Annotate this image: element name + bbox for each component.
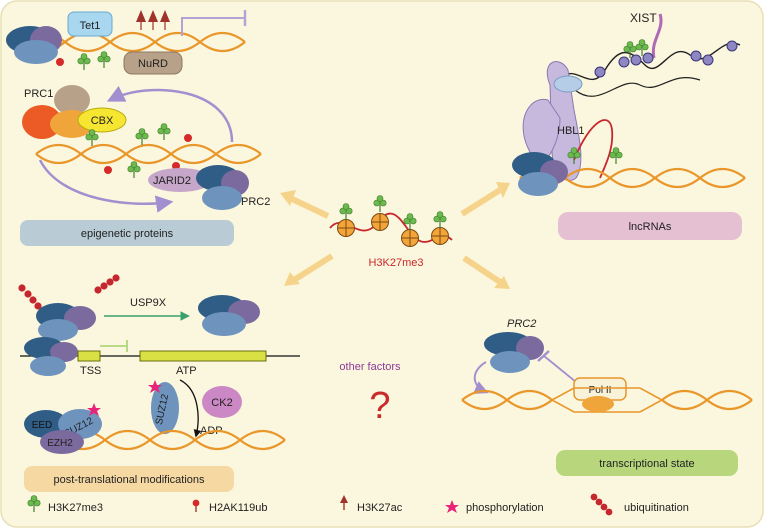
nurd-box bbox=[123, 51, 183, 75]
cbx-shape bbox=[77, 107, 127, 133]
pol2-label: Pol II bbox=[589, 385, 612, 396]
h3k27ac-marks bbox=[136, 10, 170, 30]
nucleosome bbox=[371, 213, 389, 231]
prc2-subunit-blue bbox=[202, 312, 246, 336]
dna-strand-bottom-left bbox=[59, 429, 286, 451]
xist-label: XIST bbox=[630, 11, 657, 25]
h3k27me3-center-label: H3K27me3 bbox=[368, 257, 423, 269]
nucleosome bbox=[337, 219, 355, 237]
ptm-title: post-translational modifications bbox=[53, 474, 205, 486]
ck2-shape bbox=[202, 386, 242, 418]
recruitment-arrow-top bbox=[106, 85, 234, 143]
dna-strand-middle bbox=[35, 143, 262, 165]
hbl1-rna bbox=[573, 119, 614, 179]
eed-label: EED bbox=[32, 420, 53, 431]
nucleosome bbox=[431, 227, 449, 245]
prc2-subunit-purple bbox=[50, 342, 78, 362]
suz12-shape bbox=[151, 382, 179, 434]
gene-box bbox=[139, 350, 267, 362]
atp-label: ATP bbox=[176, 365, 197, 377]
prc2-label-top: PRC2 bbox=[241, 196, 270, 208]
ptm-badge bbox=[24, 466, 234, 492]
usp9x-label: USP9X bbox=[130, 297, 167, 309]
nucleosome bbox=[401, 229, 419, 247]
ubiquitination-icon bbox=[590, 493, 613, 516]
tet1-label: Tet1 bbox=[80, 20, 101, 32]
nurd-label: NuRD bbox=[138, 58, 168, 70]
h3k27ac-icon bbox=[340, 495, 348, 510]
h2ak119ub-dot bbox=[172, 162, 180, 170]
radial-arrow-heads bbox=[280, 182, 510, 289]
question-mark: ? bbox=[369, 385, 390, 427]
prc1-label: PRC1 bbox=[24, 88, 53, 100]
pol2-shape bbox=[582, 396, 614, 412]
prc2-subunit-blue bbox=[30, 356, 66, 376]
prc2-subunit-blue bbox=[518, 172, 558, 196]
epigenetic-proteins-panel: Tet1 NuRD PRC1 CBX JARID2 bbox=[6, 10, 270, 246]
xist-rna bbox=[651, 13, 663, 59]
tss-box bbox=[77, 350, 101, 362]
ezh2-label: EZH2 bbox=[47, 438, 73, 449]
epigenetic-proteins-badge bbox=[20, 220, 234, 246]
epigenetic-proteins-title: epigenetic proteins bbox=[81, 228, 174, 240]
inhibition-bar bbox=[537, 350, 550, 362]
center-node: H3K27me3 bbox=[280, 182, 510, 289]
tss-label: TSS bbox=[80, 365, 101, 377]
phosphorylation-star bbox=[87, 403, 101, 416]
prc2-subunit-blue bbox=[38, 319, 78, 341]
ck2-label: CK2 bbox=[211, 397, 232, 409]
lncrna-panel: XIST HBL1 lncRNAs bbox=[512, 11, 746, 240]
prc1-subunit-red bbox=[22, 105, 62, 139]
tet1-box bbox=[67, 11, 113, 37]
h2ak119ub-dot bbox=[104, 166, 112, 174]
legend: H3K27me3 H2AK119ub H3K27ac phosphorylati… bbox=[27, 493, 689, 516]
recruitment-arrow-bottom bbox=[38, 159, 174, 213]
cbx-label: CBX bbox=[91, 115, 114, 127]
phosphorylation-icon bbox=[445, 500, 459, 513]
transcriptional-state-badge bbox=[556, 450, 738, 476]
prc2-subunit-blue bbox=[490, 351, 530, 373]
radial-arrows bbox=[288, 187, 502, 285]
ezh2-shape bbox=[40, 430, 84, 454]
h2ak119ub-dot bbox=[56, 58, 64, 66]
jarid2-shape bbox=[148, 168, 212, 192]
lncrnas-badge bbox=[558, 212, 742, 240]
protein-complex-blue bbox=[14, 40, 58, 64]
other-factors-label: other factors bbox=[339, 361, 401, 373]
xist-nucleosomes bbox=[594, 40, 738, 78]
legend-label: H3K27ac bbox=[357, 502, 403, 514]
lncrnas-title: lncRNAs bbox=[629, 221, 672, 233]
chromatin-loop-2 bbox=[574, 77, 701, 97]
transcriptional-state-title: transcriptional state bbox=[599, 458, 694, 470]
jarid2-label: JARID2 bbox=[153, 175, 191, 187]
prc2-label-bottom: PRC2 bbox=[507, 318, 536, 330]
legend-label: H3K27me3 bbox=[48, 502, 103, 514]
prc2-subunit-blue bbox=[202, 186, 242, 210]
repression-line bbox=[181, 17, 245, 36]
prc1-subunit-tan bbox=[54, 85, 90, 115]
ptm-panel: USP9X TSS ATP ADP CK2 SUZ12 EED SUZ12 EZ… bbox=[18, 274, 300, 492]
transcription-panel: PRC2 Pol II transcriptional state bbox=[461, 318, 753, 476]
h2ak119ub-dot bbox=[184, 134, 192, 142]
legend-label: H2AK119ub bbox=[209, 502, 268, 514]
dna-strand-right-bottom bbox=[461, 387, 753, 413]
other-factors: other factors ? bbox=[339, 361, 401, 427]
inhibition-line bbox=[543, 355, 577, 383]
ubiquitin-chain-right bbox=[94, 274, 120, 294]
phosphorylation-star bbox=[148, 380, 162, 393]
phosphorylation-arrow bbox=[179, 379, 202, 438]
legend-label: ubiquitination bbox=[624, 502, 689, 514]
legend-label: phosphorylation bbox=[466, 502, 544, 514]
hbl1-label: HBL1 bbox=[557, 125, 585, 137]
